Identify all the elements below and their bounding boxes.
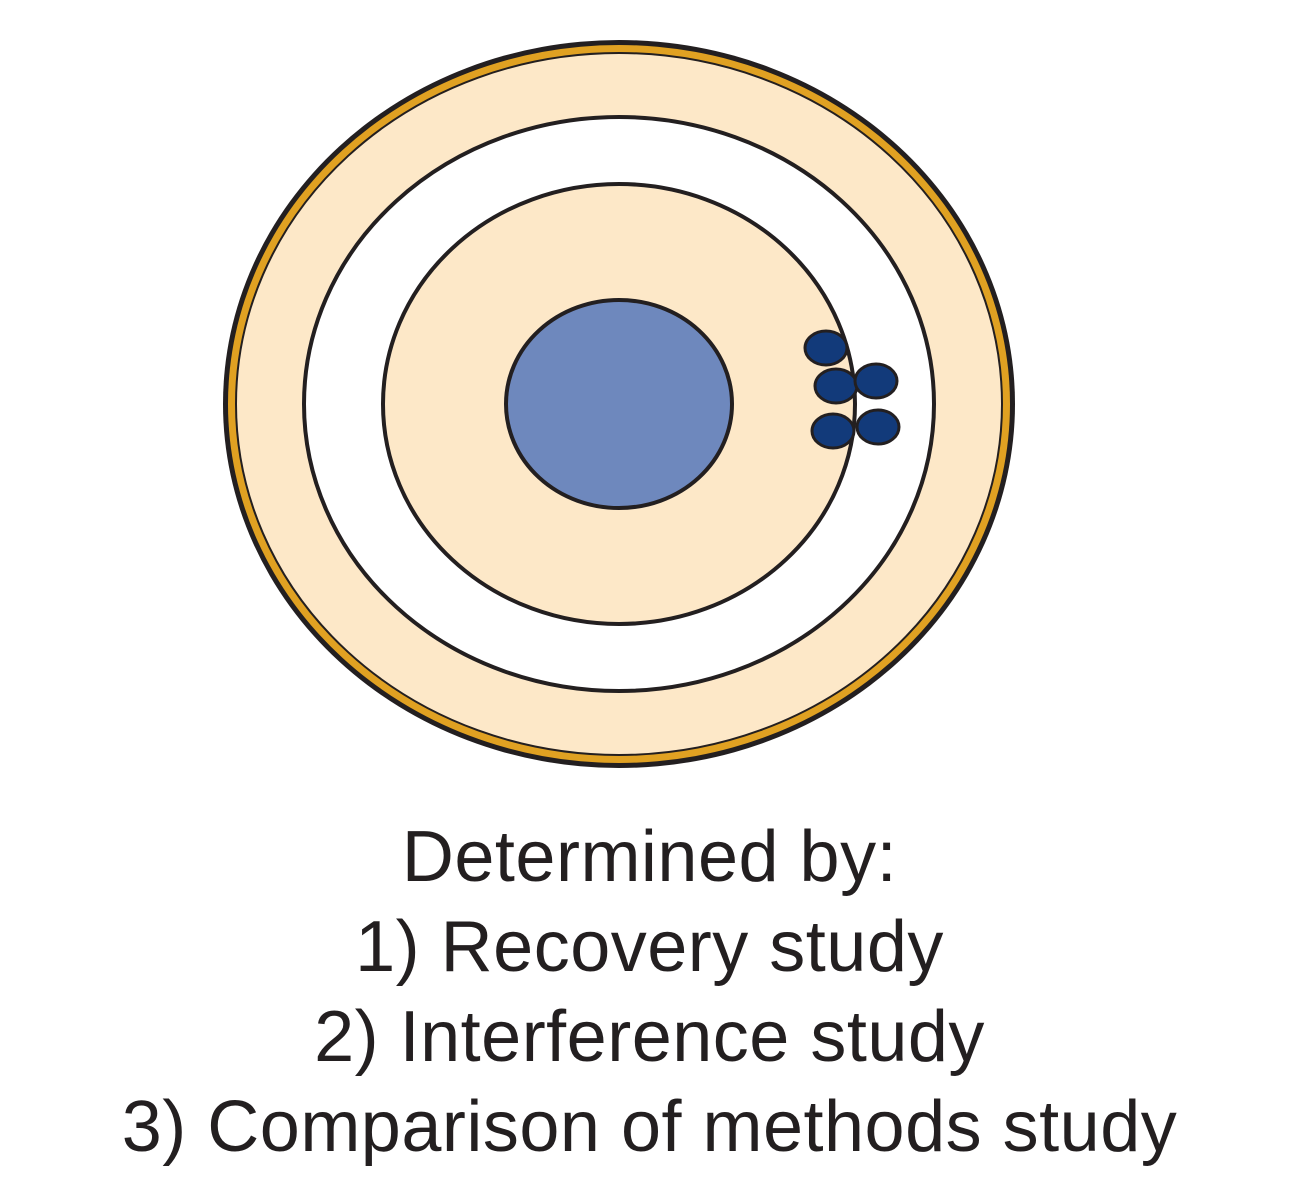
hit-point xyxy=(813,367,859,405)
caption-heading: Determined by: xyxy=(401,817,898,897)
caption-item-recovery: 1) Recovery study xyxy=(355,907,944,987)
hit-point xyxy=(855,408,901,446)
bullseye xyxy=(504,298,734,510)
hit-point xyxy=(810,412,856,450)
caption-item-interference: 2) Interference study xyxy=(314,997,985,1077)
caption-item-comparison: 3) Comparison of methods study xyxy=(121,1087,1178,1167)
caption: Determined by: 1) Recovery study 2) Inte… xyxy=(0,812,1299,1172)
hit-point xyxy=(803,329,849,367)
hit-point xyxy=(853,362,899,400)
hit-cluster xyxy=(803,329,901,450)
target-diagram xyxy=(223,40,1015,768)
